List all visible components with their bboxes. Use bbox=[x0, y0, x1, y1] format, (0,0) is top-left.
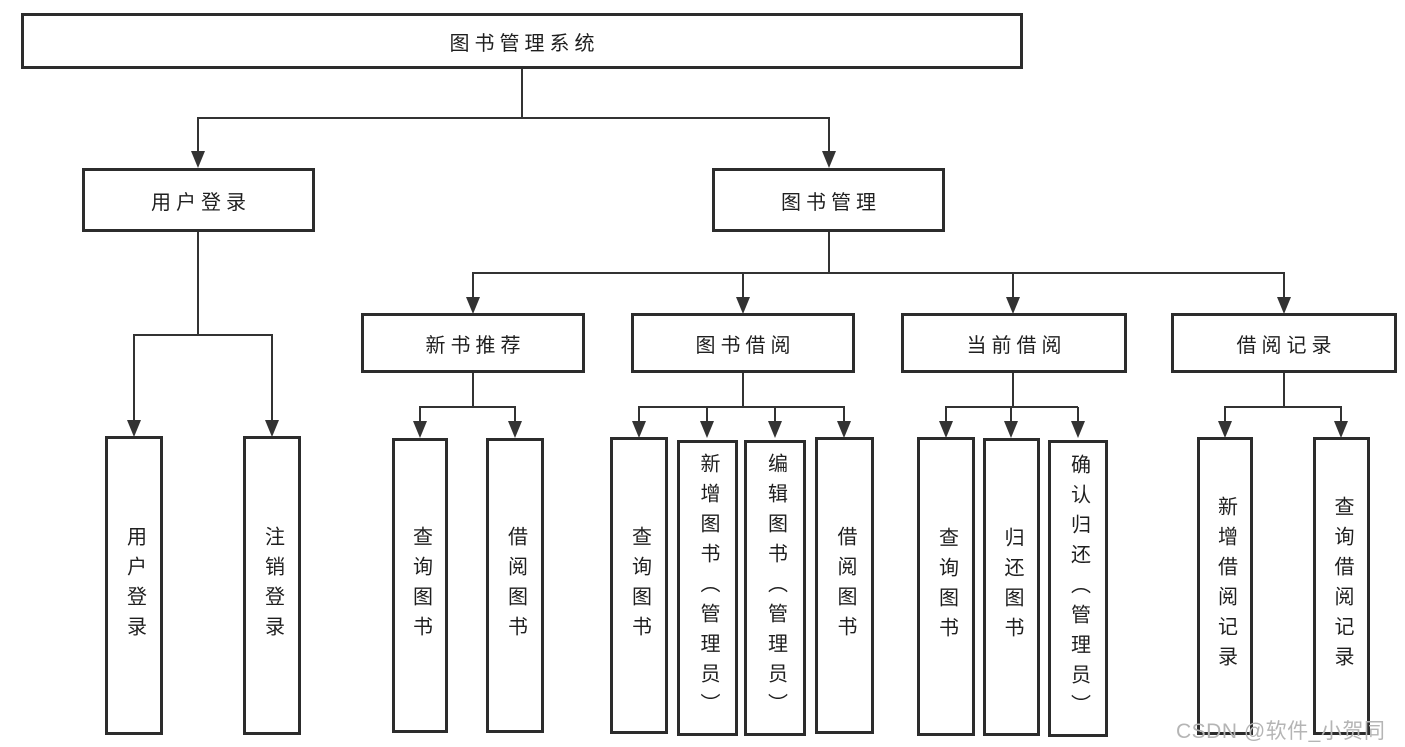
connector-line bbox=[472, 373, 474, 407]
leaf-logout: 注销登录 bbox=[243, 436, 301, 735]
leaf-cb-query-book-label: 查询图书 bbox=[935, 526, 958, 647]
arrow-down-icon bbox=[466, 297, 480, 314]
node-book-borrow: 图书借阅 bbox=[631, 313, 855, 373]
connector-line bbox=[1283, 273, 1285, 299]
connector-line bbox=[521, 69, 523, 119]
arrow-down-icon bbox=[1277, 297, 1291, 314]
node-book-borrow-label: 图书借阅 bbox=[695, 334, 796, 357]
connector-line bbox=[774, 407, 776, 423]
arrow-down-icon bbox=[1004, 421, 1018, 438]
node-current-borrow: 当前借阅 bbox=[901, 313, 1127, 373]
leaf-cb-return-book: 归还图书 bbox=[983, 438, 1040, 736]
connector-line bbox=[472, 272, 1285, 274]
connector-line bbox=[1224, 406, 1342, 408]
leaf-br-query-record-label: 查询借阅记录 bbox=[1331, 496, 1353, 676]
arrow-down-icon bbox=[822, 151, 836, 168]
watermark: CSDN @软件_小贺同学 bbox=[1176, 720, 1386, 743]
connector-line bbox=[1077, 407, 1079, 423]
connector-line bbox=[472, 273, 474, 299]
leaf-br-query-record: 查询借阅记录 bbox=[1313, 437, 1370, 735]
arrow-down-icon bbox=[632, 421, 646, 438]
arrow-down-icon bbox=[1006, 297, 1020, 314]
arrow-down-icon bbox=[768, 421, 782, 438]
leaf-user-login: 用户登录 bbox=[105, 436, 163, 735]
connector-line bbox=[197, 118, 199, 154]
leaf-bb-add-book-admin: 新增图书（管理员） bbox=[677, 440, 738, 736]
leaf-cb-confirm-return-admin-label: 确认归还（管理员） bbox=[1067, 453, 1090, 724]
connector-line bbox=[742, 373, 744, 407]
connector-line bbox=[271, 335, 273, 422]
connector-line bbox=[828, 118, 830, 154]
arrow-down-icon bbox=[127, 420, 141, 437]
connector-line bbox=[197, 232, 199, 336]
node-root-label: 图书管理系统 bbox=[449, 32, 600, 55]
leaf-bb-query-book: 查询图书 bbox=[610, 437, 668, 734]
arrow-down-icon bbox=[508, 421, 522, 438]
arrow-down-icon bbox=[700, 421, 714, 438]
connector-line bbox=[828, 232, 830, 274]
leaf-cb-confirm-return-admin: 确认归还（管理员） bbox=[1048, 440, 1108, 737]
node-new-book-recommend-label: 新书推荐 bbox=[425, 334, 526, 357]
connector-line bbox=[419, 407, 421, 423]
leaf-bb-query-book-label: 查询图书 bbox=[628, 525, 651, 646]
arrow-down-icon bbox=[265, 420, 279, 437]
leaf-cb-return-book-label: 归还图书 bbox=[1001, 527, 1023, 647]
connector-line bbox=[133, 335, 135, 422]
connector-line bbox=[514, 407, 516, 423]
leaf-nbr-query-book: 查询图书 bbox=[392, 438, 448, 733]
node-root: 图书管理系统 bbox=[21, 13, 1023, 69]
leaf-bb-add-book-admin-label: 新增图书（管理员） bbox=[697, 453, 719, 723]
leaf-br-add-record-label: 新增借阅记录 bbox=[1214, 496, 1237, 676]
arrow-down-icon bbox=[736, 297, 750, 314]
node-borrow-records: 借阅记录 bbox=[1171, 313, 1397, 373]
connector-line bbox=[706, 407, 708, 423]
connector-line bbox=[638, 406, 845, 408]
arrow-down-icon bbox=[413, 421, 427, 438]
node-current-borrow-label: 当前借阅 bbox=[966, 334, 1067, 357]
connector-line bbox=[638, 407, 640, 423]
connector-line bbox=[1012, 273, 1014, 299]
connector-line bbox=[1010, 407, 1012, 423]
arrow-down-icon bbox=[191, 151, 205, 168]
leaf-nbr-borrow-book: 借阅图书 bbox=[486, 438, 544, 733]
connector-line bbox=[742, 273, 744, 299]
connector-line bbox=[945, 407, 947, 423]
node-borrow-records-label: 借阅记录 bbox=[1236, 334, 1337, 357]
leaf-nbr-query-book-label: 查询图书 bbox=[409, 525, 432, 646]
connector-line bbox=[1012, 373, 1014, 407]
leaf-br-add-record: 新增借阅记录 bbox=[1197, 437, 1253, 735]
node-book-management: 图书管理 bbox=[712, 168, 945, 232]
connector-line bbox=[133, 334, 273, 336]
connector-line bbox=[1224, 407, 1226, 423]
leaf-bb-borrow-book-label: 借阅图书 bbox=[834, 525, 856, 646]
arrow-down-icon bbox=[837, 421, 851, 438]
node-user-login: 用户登录 bbox=[82, 168, 315, 232]
leaf-logout-label: 注销登录 bbox=[261, 525, 284, 646]
connector-line bbox=[843, 407, 845, 423]
node-user-login-label: 用户登录 bbox=[151, 191, 251, 214]
leaf-cb-query-book: 查询图书 bbox=[917, 437, 975, 736]
arrow-down-icon bbox=[1334, 421, 1348, 438]
leaf-bb-edit-book-admin-label: 编辑图书（管理员） bbox=[764, 453, 787, 723]
leaf-nbr-borrow-book-label: 借阅图书 bbox=[504, 525, 527, 646]
connector-line bbox=[197, 117, 830, 119]
arrow-down-icon bbox=[1218, 421, 1232, 438]
node-new-book-recommend: 新书推荐 bbox=[361, 313, 585, 373]
node-book-management-label: 图书管理 bbox=[781, 191, 881, 214]
arrow-down-icon bbox=[1071, 421, 1085, 438]
connector-line bbox=[419, 406, 516, 408]
leaf-user-login-label: 用户登录 bbox=[123, 525, 146, 646]
arrow-down-icon bbox=[939, 421, 953, 438]
connector-line bbox=[1340, 407, 1342, 423]
leaf-bb-borrow-book: 借阅图书 bbox=[815, 437, 874, 734]
leaf-bb-edit-book-admin: 编辑图书（管理员） bbox=[744, 440, 806, 736]
connector-line bbox=[1283, 373, 1285, 407]
